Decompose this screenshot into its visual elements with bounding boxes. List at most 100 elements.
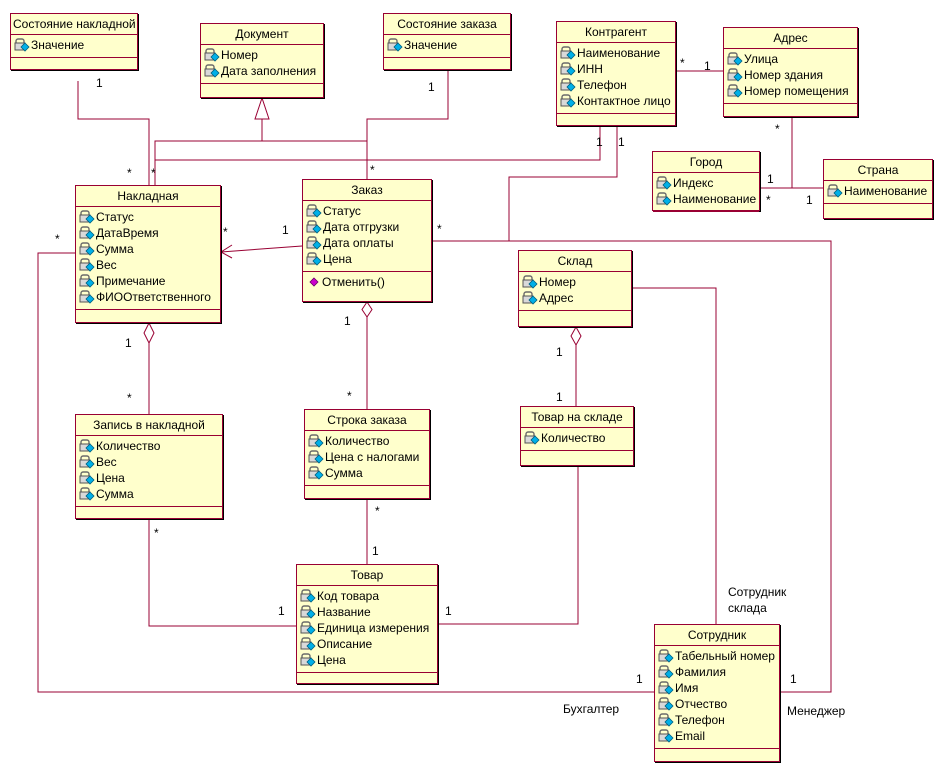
operation-compartment xyxy=(724,104,857,116)
multiplicity-label: 1 xyxy=(372,544,379,558)
attribute-row: Вес xyxy=(79,454,220,470)
role-label: склада xyxy=(728,601,767,615)
attribute-icon xyxy=(656,192,672,206)
attribute-name: Номер здания xyxy=(744,68,824,82)
attribute-compartment: Количество xyxy=(521,428,633,451)
attribute-icon xyxy=(727,68,743,82)
attribute-icon xyxy=(79,290,95,304)
class-name: Товар xyxy=(297,565,437,586)
attribute-icon xyxy=(79,455,95,469)
attribute-icon xyxy=(306,220,322,234)
operation-compartment xyxy=(297,673,437,685)
attribute-name: Индекс xyxy=(673,176,714,190)
attribute-icon xyxy=(306,236,322,250)
attribute-name: Дата оплаты xyxy=(323,236,394,250)
operation-row: Отменить() xyxy=(306,274,429,290)
navigation-arrowhead xyxy=(220,244,233,259)
attribute-name: Телефон xyxy=(577,78,627,92)
attribute-icon xyxy=(658,649,674,663)
multiplicity-label: * xyxy=(154,526,159,540)
operation-compartment xyxy=(653,212,759,224)
multiplicity-label: 1 xyxy=(96,76,103,90)
attribute-icon xyxy=(658,729,674,743)
class-name: Запись в накладной xyxy=(76,415,222,436)
multiplicity-label: 1 xyxy=(556,390,563,404)
attribute-row: Количество xyxy=(524,430,631,446)
attribute-name: Сумма xyxy=(325,466,363,480)
attribute-name: Телефон xyxy=(675,713,725,727)
attribute-row: Наименование xyxy=(656,191,757,207)
attribute-icon xyxy=(300,589,316,603)
attribute-name: Email xyxy=(675,729,706,743)
multiplicity-label: * xyxy=(127,391,132,405)
attribute-icon xyxy=(79,471,95,485)
attribute-name: Наименование xyxy=(844,184,928,198)
attribute-icon xyxy=(306,252,322,266)
attribute-name: Фамилия xyxy=(675,665,726,679)
attribute-icon xyxy=(79,487,95,501)
multiplicity-label: * xyxy=(151,166,156,180)
attribute-name: Наименование xyxy=(577,46,661,60)
attribute-icon xyxy=(560,94,576,108)
attribute-row: Сумма xyxy=(79,486,220,502)
multiplicity-label: * xyxy=(55,232,60,246)
attribute-icon xyxy=(560,62,576,76)
attribute-row: Цена xyxy=(79,470,220,486)
multiplicity-label: 1 xyxy=(596,135,603,149)
role-label: Бухгалтер xyxy=(563,702,620,716)
attribute-name: Количество xyxy=(96,439,161,453)
operation-compartment xyxy=(519,311,631,323)
attribute-icon xyxy=(727,52,743,66)
multiplicity-label: * xyxy=(375,504,380,518)
attribute-name: Цена с налогами xyxy=(325,450,420,464)
attribute-row: Вес xyxy=(79,257,218,273)
attribute-icon xyxy=(522,275,538,289)
attribute-name: Вес xyxy=(96,258,117,272)
multiplicity-label: * xyxy=(766,193,771,207)
class-name: Документ xyxy=(201,24,323,45)
attribute-name: Цена xyxy=(317,653,346,667)
attribute-name: ИНН xyxy=(577,62,603,76)
generalization-arrowhead xyxy=(254,96,270,120)
attribute-icon xyxy=(79,439,95,453)
attribute-name: Дата отгрузки xyxy=(323,220,400,234)
attribute-name: Статус xyxy=(96,210,134,224)
attribute-icon xyxy=(658,697,674,711)
association-line xyxy=(432,240,832,693)
attribute-icon xyxy=(658,665,674,679)
attribute-row: ИНН xyxy=(560,61,673,77)
multiplicity-label: * xyxy=(370,163,375,177)
attribute-name: Цена xyxy=(96,471,125,485)
attribute-name: Номер xyxy=(539,275,576,289)
attribute-icon xyxy=(300,605,316,619)
aggregation-diamond xyxy=(143,321,155,345)
multiplicity-label: * xyxy=(775,122,780,136)
attribute-compartment: Значение xyxy=(384,35,510,58)
multiplicity-label: 1 xyxy=(790,672,797,686)
attribute-row: Примечание xyxy=(79,273,218,289)
class-name: Заказ xyxy=(303,180,431,201)
attribute-name: Количество xyxy=(325,434,390,448)
attribute-icon xyxy=(727,84,743,98)
attribute-name: Единица измерения xyxy=(317,621,430,635)
